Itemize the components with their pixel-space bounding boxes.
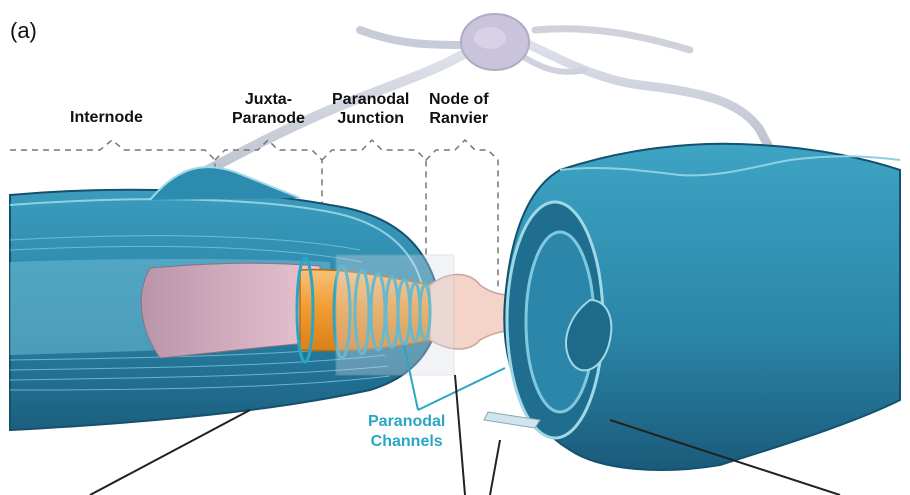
label-paranodal-junction: Paranodal Junction (332, 90, 409, 128)
label-paranodal-channels-line1: Paranodal (368, 412, 445, 432)
junction-highlight-box (336, 255, 454, 375)
label-internode: Internode (70, 108, 143, 127)
panel-label: (a) (10, 18, 37, 44)
right-myelin-sheath (504, 144, 900, 470)
label-internode-text: Internode (70, 109, 143, 126)
label-juxtaparanode: Juxta- Paranode (232, 90, 305, 128)
label-paranodal-channels-line2: Channels (368, 432, 445, 452)
label-node-of-ranvier: Node of Ranvier (429, 90, 489, 128)
label-juxtaparanode-line2: Paranode (232, 109, 305, 128)
label-juxtaparanode-line1: Juxta- (232, 90, 305, 109)
label-paranodal-channels: Paranodal Channels (368, 412, 445, 452)
label-paranodal-junction-line1: Paranodal (332, 90, 409, 109)
label-node-of-ranvier-line2: Ranvier (429, 109, 489, 128)
label-paranodal-junction-line2: Junction (332, 109, 409, 128)
label-node-of-ranvier-line1: Node of (429, 90, 489, 109)
